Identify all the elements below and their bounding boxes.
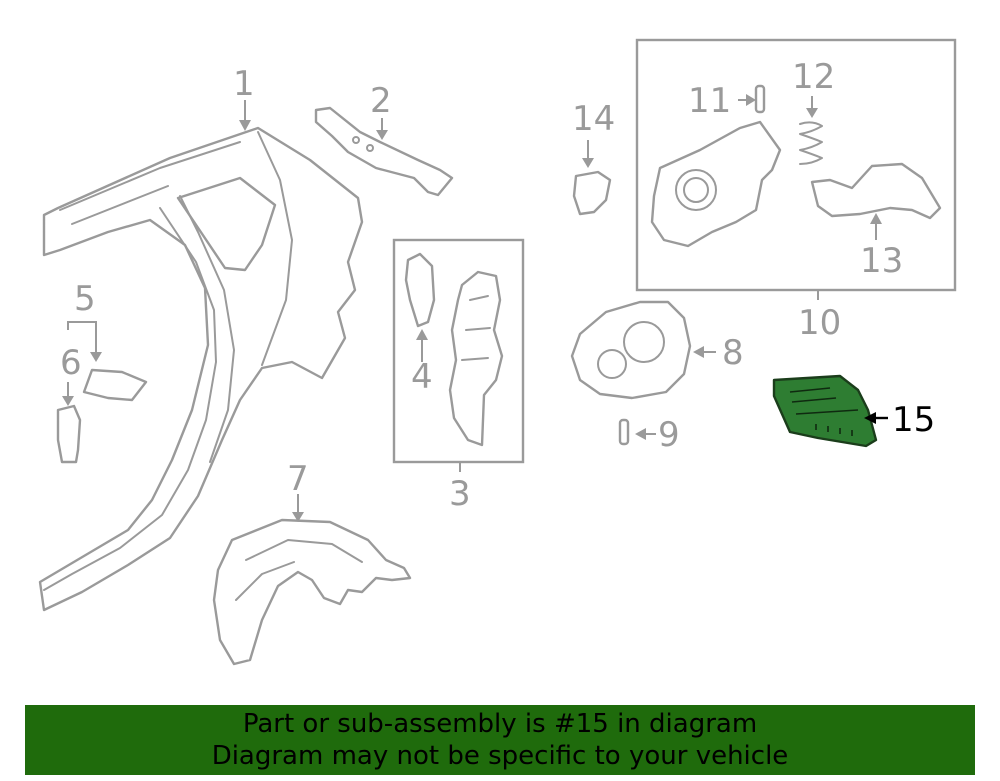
part-10-fuel-door-housing[interactable] xyxy=(650,120,782,248)
part-1-quarter-panel[interactable] xyxy=(38,126,364,612)
callout-9: 9 xyxy=(658,415,680,455)
callout-14: 14 xyxy=(572,99,615,139)
callout-10: 10 xyxy=(798,303,841,343)
part-4-bracket[interactable] xyxy=(404,252,436,328)
part-12-spring[interactable] xyxy=(799,121,823,165)
part-2-rail[interactable] xyxy=(314,106,454,197)
part-8-fuel-door[interactable] xyxy=(570,300,692,400)
part-10-group-box xyxy=(635,38,957,292)
callout-4: 4 xyxy=(411,357,433,397)
banner-line-2: Diagram may not be specific to your vehi… xyxy=(211,741,789,771)
callout-7: 7 xyxy=(287,459,309,499)
callout-13: 13 xyxy=(860,241,903,281)
callout-6: 6 xyxy=(60,343,82,383)
callout-15: 15 xyxy=(892,400,935,440)
part-3-panel[interactable] xyxy=(448,270,504,447)
callout-8: 8 xyxy=(722,333,744,373)
callout-1: 1 xyxy=(233,64,255,104)
part-14-actuator[interactable] xyxy=(572,170,612,216)
part-7-wheelhouse-liner[interactable] xyxy=(212,518,412,666)
part-15-highlighted[interactable] xyxy=(772,374,878,448)
part-5-bracket[interactable] xyxy=(82,368,148,402)
part-3-group-box xyxy=(392,238,525,464)
parts-diagram: 1 2 3 4 5 6 7 14 xyxy=(38,38,957,666)
callout-12: 12 xyxy=(792,57,835,97)
info-banner: Part or sub-assembly is #15 in diagram D… xyxy=(25,705,975,775)
part-9-pin[interactable] xyxy=(618,418,630,446)
callout-3: 3 xyxy=(449,474,471,514)
part-13-bracket[interactable] xyxy=(810,162,942,220)
banner-line-1: Part or sub-assembly is #15 in diagram xyxy=(242,709,758,739)
callout-5: 5 xyxy=(74,279,96,319)
callout-2: 2 xyxy=(370,81,392,121)
callout-11: 11 xyxy=(688,81,731,121)
part-11-pin[interactable] xyxy=(754,84,766,114)
part-6-clip[interactable] xyxy=(56,404,82,464)
